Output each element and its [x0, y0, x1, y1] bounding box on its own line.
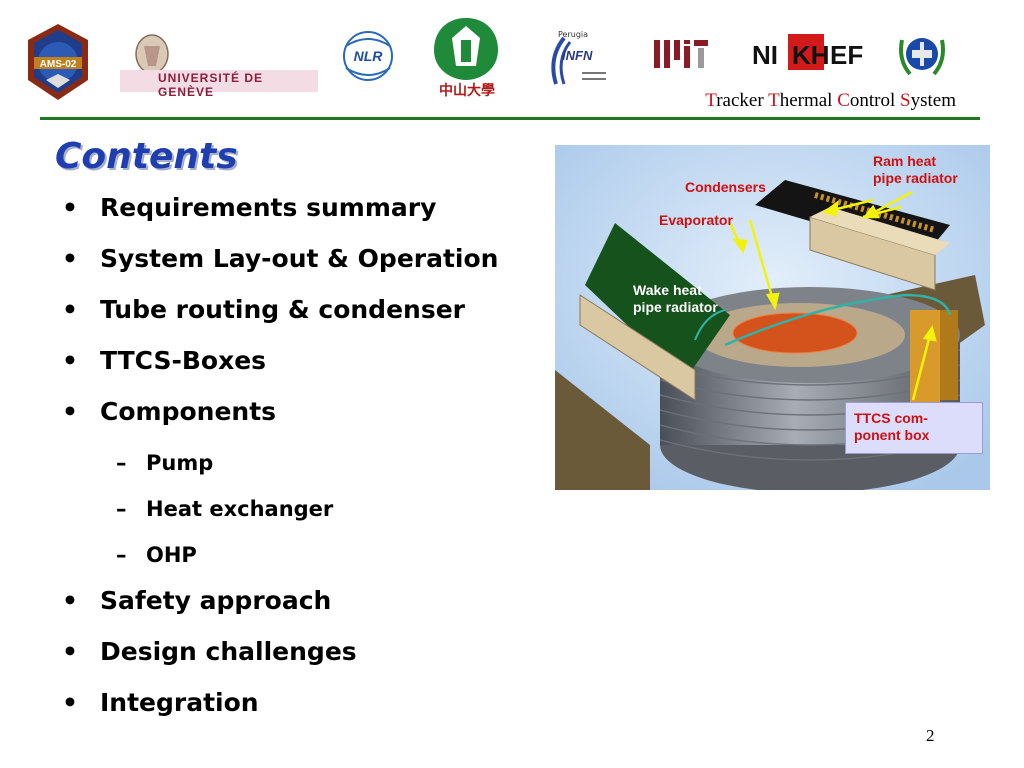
title-initial-c: C	[837, 90, 850, 111]
ams02-logo: AMS-02	[24, 22, 92, 102]
tracker-figure: Ram heat pipe radiator Condensers Evapor…	[555, 145, 990, 490]
sub-bullet-ohp: OHP	[60, 537, 498, 583]
svg-text:AMS-02: AMS-02	[40, 59, 77, 70]
svg-text:KH: KH	[792, 40, 830, 70]
page-number: 2	[926, 726, 935, 745]
title-initial-s: S	[900, 90, 911, 111]
bullet-system-layout: System Lay-out & Operation	[60, 241, 498, 292]
evaporator-label: Evaporator	[659, 212, 733, 228]
svg-text:EF: EF	[830, 40, 863, 70]
svg-text:NLR: NLR	[354, 48, 384, 64]
nikhef-logo: NI KH EF	[748, 28, 870, 78]
geneve-logo: UNIVERSITÉ DE GENÈVE	[120, 32, 318, 99]
infn-logo: Perugia INFN	[546, 28, 610, 90]
infn-text: INFN	[562, 48, 593, 63]
wake-radiator-label: Wake heat pipe radiator	[633, 282, 718, 315]
ttcs-label-box: TTCS com- ponent box	[845, 402, 983, 454]
slide-heading: Contents	[55, 136, 238, 177]
bullet-tube-routing: Tube routing & condenser	[60, 292, 498, 343]
title-word-hermal: hermal	[779, 90, 838, 111]
title-word-ontrol: ontrol	[849, 90, 901, 111]
infn-city-text: Perugia	[558, 30, 589, 39]
svg-text:NI: NI	[752, 40, 778, 70]
ram-radiator-label: Ram heat pipe radiator	[873, 153, 958, 186]
condensers-label: Condensers	[685, 179, 766, 195]
ttcs-component-box-label: TTCS com- ponent box	[854, 410, 930, 443]
geneve-text: UNIVERSITÉ DE GENÈVE	[158, 71, 264, 99]
contents-list: Requirements summary System Lay-out & Op…	[60, 190, 498, 736]
nlr-logo: NLR	[340, 26, 396, 86]
title-word-racker: racker	[716, 90, 769, 111]
bullet-ttcs-boxes: TTCS-Boxes	[60, 343, 498, 394]
sysu-text: 中山大學	[439, 83, 495, 99]
bullet-components: Components	[60, 394, 498, 445]
bullet-safety-approach: Safety approach	[60, 583, 498, 634]
title-initial-t2: T	[768, 90, 780, 111]
title-initial-t1: T	[705, 90, 717, 111]
header-rule	[40, 117, 980, 120]
national-emblem-logo	[896, 26, 948, 82]
system-title: Tracker Thermal Control System	[705, 90, 956, 112]
sub-bullet-heat-exchanger: Heat exchanger	[60, 491, 498, 537]
bullet-design-challenges: Design challenges	[60, 634, 498, 685]
bullet-integration: Integration	[60, 685, 498, 736]
sub-bullet-pump: Pump	[60, 445, 498, 491]
sysu-logo: 中山大學	[428, 16, 504, 100]
title-word-ystem: ystem	[910, 90, 956, 111]
bullet-requirements-summary: Requirements summary	[60, 190, 498, 241]
mit-logo	[652, 38, 710, 70]
